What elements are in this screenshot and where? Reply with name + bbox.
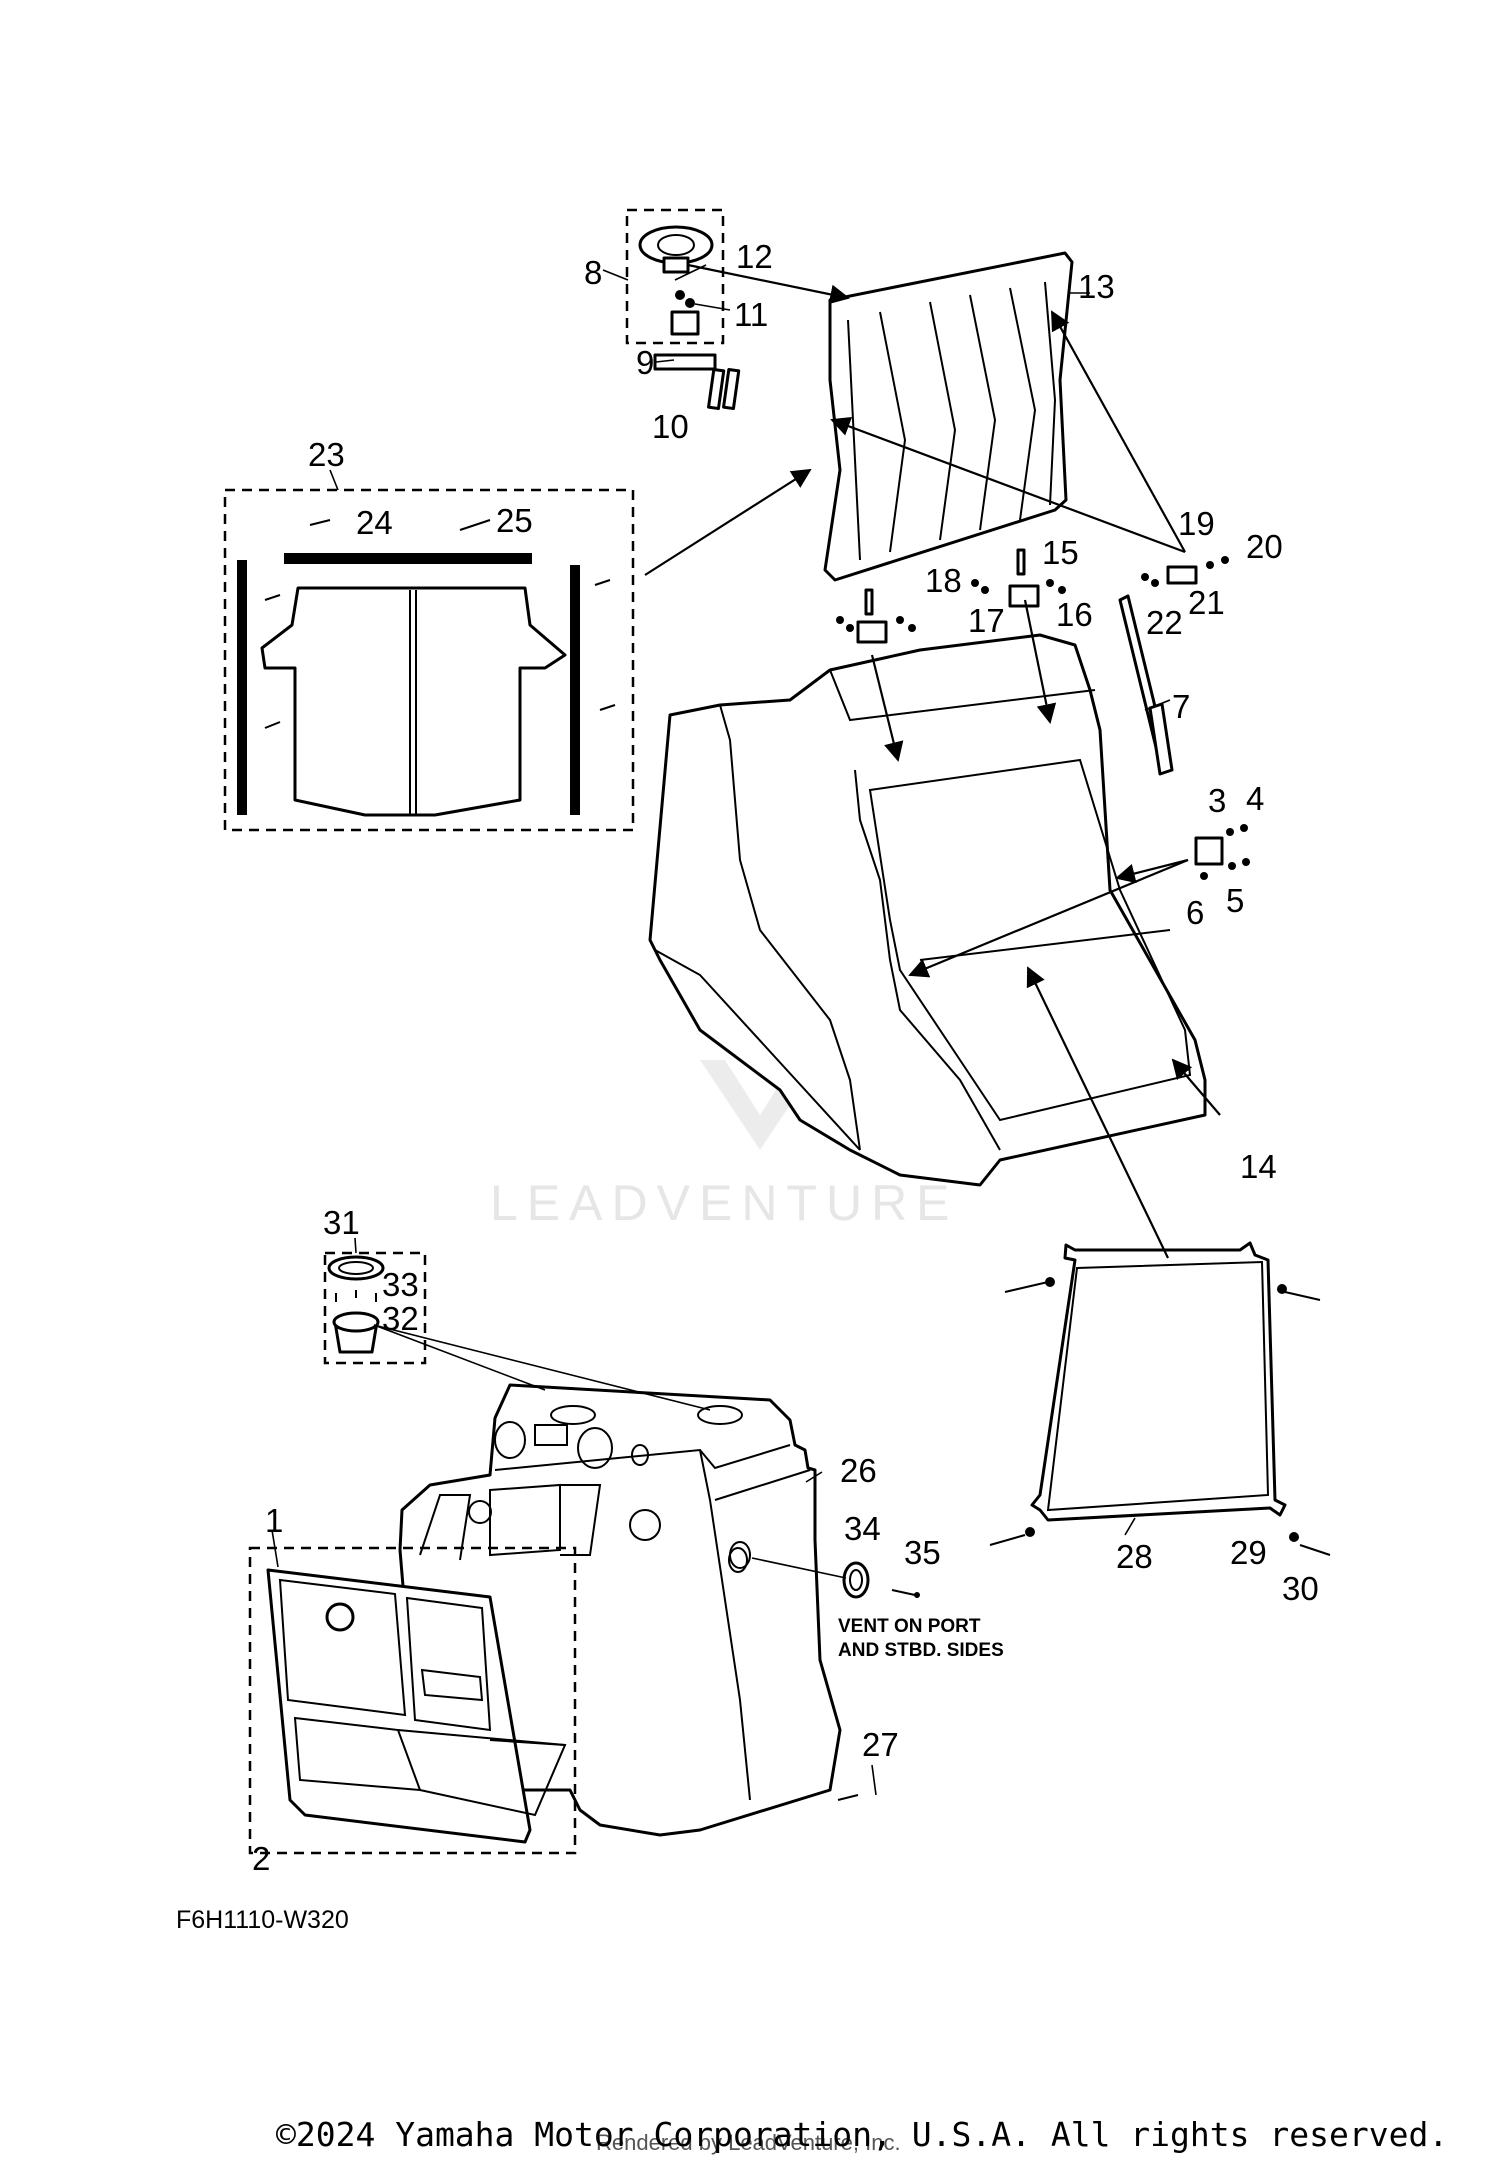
callout-12: 12 <box>736 238 773 275</box>
floor-mat-part <box>260 586 567 817</box>
callout-10: 10 <box>652 408 689 445</box>
callout-16: 16 <box>1056 596 1093 633</box>
callout-35: 35 <box>904 1534 941 1571</box>
vent-part <box>842 1561 870 1599</box>
callout-5: 5 <box>1226 882 1244 919</box>
callout-30: 30 <box>1282 1570 1319 1607</box>
callout-19: 19 <box>1178 505 1215 542</box>
leader-lines <box>271 263 1221 1796</box>
cup-holder-kit <box>323 1251 427 1365</box>
cup-holder-box <box>323 1251 427 1365</box>
callout-15: 15 <box>1042 534 1079 571</box>
hatch-lid-part <box>823 251 1074 582</box>
callout-18: 18 <box>925 562 962 599</box>
callout-17: 17 <box>968 602 1005 639</box>
callout-26: 26 <box>840 1452 877 1489</box>
rendered-by: Rendered by LeadVenture, Inc. <box>596 2130 901 2155</box>
vent-hardware <box>728 1547 920 1801</box>
callout-9: 9 <box>636 344 654 381</box>
callout-25: 25 <box>496 502 533 539</box>
callout-3: 3 <box>1208 782 1226 819</box>
front-panel-box <box>248 1546 577 1855</box>
callout-34: 34 <box>844 1510 881 1547</box>
callout-labels: 1 2 3 4 5 6 7 8 9 10 11 12 13 14 15 16 1… <box>252 238 1319 1877</box>
mat-kit <box>223 488 635 832</box>
latch-assembly <box>625 208 741 411</box>
callout-28: 28 <box>1116 1538 1153 1575</box>
callout-33: 33 <box>382 1266 419 1303</box>
vent-note-line1: VENT ON PORT <box>838 1616 981 1637</box>
callout-8: 8 <box>584 254 602 291</box>
callout-22: 22 <box>1146 604 1183 641</box>
callout-27: 27 <box>862 1726 899 1763</box>
hatch-seal-part <box>989 1241 1331 1556</box>
vent-note-line2: AND STBD. SIDES <box>838 1640 1004 1661</box>
callout-4: 4 <box>1246 780 1264 817</box>
callout-29: 29 <box>1230 1534 1267 1571</box>
callout-2: 2 <box>252 1840 270 1877</box>
latch-group-box <box>625 208 725 345</box>
callout-32: 32 <box>382 1300 419 1337</box>
callout-14: 14 <box>1240 1148 1277 1185</box>
hinge-hardware <box>836 548 1229 644</box>
callout-13: 13 <box>1078 268 1115 305</box>
gas-strut-part <box>1118 594 1174 776</box>
callout-7: 7 <box>1172 688 1190 725</box>
strut-bracket-hardware <box>1194 824 1250 880</box>
watermark: LEADVENTURE <box>490 960 959 1231</box>
front-panel-part <box>248 1546 577 1855</box>
watermark-text: LEADVENTURE <box>490 1175 959 1231</box>
drawing-code: F6H1110-W320 <box>176 1906 349 1934</box>
callout-1: 1 <box>265 1502 283 1539</box>
callout-23: 23 <box>308 436 345 473</box>
callout-31: 31 <box>323 1204 360 1241</box>
copyright: ©2024 Yamaha Motor Corporation, U.S.A. A… <box>276 2115 1448 2154</box>
callout-24: 24 <box>356 504 393 541</box>
callout-6: 6 <box>1186 894 1204 931</box>
callout-11: 11 <box>734 296 768 333</box>
callout-20: 20 <box>1246 528 1283 565</box>
mat-kit-box <box>223 488 635 832</box>
callout-21: 21 <box>1188 584 1225 621</box>
latch-plate-part <box>653 353 717 371</box>
